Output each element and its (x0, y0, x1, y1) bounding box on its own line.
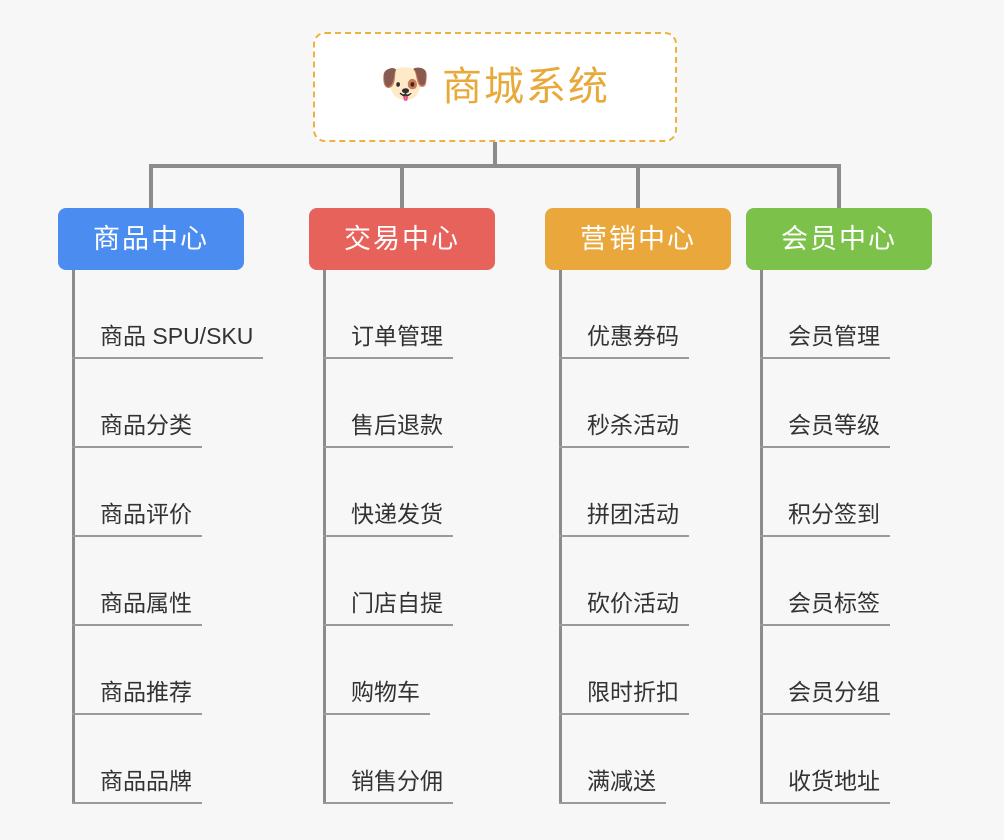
category-header-label: 会员中心 (781, 223, 897, 254)
leaf-item-label: 会员分组 (760, 681, 890, 715)
leaf-item-label: 积分签到 (760, 503, 890, 537)
leaf-item[interactable]: 商品分类 (72, 359, 278, 448)
leaf-list-product-center: 商品 SPU/SKU 商品分类商品评价商品属性商品推荐商品品牌 (72, 270, 278, 804)
leaf-item-label: 售后退款 (323, 414, 453, 448)
root-node[interactable]: 🐶 商城系统 (313, 32, 677, 142)
category-header-label: 商品中心 (93, 223, 209, 254)
connector-trunk-product-center (72, 270, 75, 804)
leaf-item[interactable]: 快递发货 (323, 448, 529, 537)
leaf-item[interactable]: 会员等级 (760, 359, 966, 448)
leaf-item-label: 收货地址 (760, 770, 890, 804)
leaf-item-label: 商品属性 (72, 592, 202, 626)
leaf-item-label: 砍价活动 (559, 592, 689, 626)
leaf-list-member-center: 会员管理会员等级积分签到会员标签会员分组收货地址 (760, 270, 966, 804)
leaf-item[interactable]: 售后退款 (323, 359, 529, 448)
leaf-item-label: 商品评价 (72, 503, 202, 537)
leaf-item-label: 满减送 (559, 770, 666, 804)
category-header-member-center[interactable]: 会员中心 (746, 208, 932, 270)
leaf-item[interactable]: 商品推荐 (72, 626, 278, 715)
leaf-item-label: 商品品牌 (72, 770, 202, 804)
leaf-item[interactable]: 商品 SPU/SKU (72, 270, 278, 359)
leaf-item[interactable]: 会员分组 (760, 626, 966, 715)
connector-drop-marketing-center (636, 164, 640, 210)
shiba-dog-face-icon: 🐶 (380, 62, 430, 106)
leaf-item[interactable]: 商品评价 (72, 448, 278, 537)
connector-horizontal-bus (151, 164, 840, 168)
leaf-item-label: 门店自提 (323, 592, 453, 626)
connector-drop-product-center (149, 164, 153, 210)
leaf-item[interactable]: 收货地址 (760, 715, 966, 804)
leaf-item[interactable]: 积分签到 (760, 448, 966, 537)
leaf-item-label: 会员标签 (760, 592, 890, 626)
leaf-item[interactable]: 秒杀活动 (559, 359, 765, 448)
leaf-item[interactable]: 优惠券码 (559, 270, 765, 359)
leaf-item[interactable]: 拼团活动 (559, 448, 765, 537)
leaf-item[interactable]: 满减送 (559, 715, 765, 804)
column-member-center: 会员中心会员管理会员等级积分签到会员标签会员分组收货地址 (746, 208, 966, 804)
leaf-item-label: 商品推荐 (72, 681, 202, 715)
leaf-item[interactable]: 商品品牌 (72, 715, 278, 804)
connector-trunk-member-center (760, 270, 763, 804)
connector-drop-trade-center (400, 164, 404, 210)
leaf-item-label: 限时折扣 (559, 681, 689, 715)
category-header-product-center[interactable]: 商品中心 (58, 208, 244, 270)
leaf-item[interactable]: 门店自提 (323, 537, 529, 626)
column-marketing-center: 营销中心优惠券码秒杀活动拼团活动砍价活动限时折扣满减送 (545, 208, 765, 804)
leaf-item[interactable]: 销售分佣 (323, 715, 529, 804)
leaf-item-label: 商品 SPU/SKU (72, 325, 264, 359)
column-product-center: 商品中心商品 SPU/SKU 商品分类商品评价商品属性商品推荐商品品牌 (58, 208, 278, 804)
leaf-item-label: 商品分类 (72, 414, 202, 448)
leaf-list-marketing-center: 优惠券码秒杀活动拼团活动砍价活动限时折扣满减送 (559, 270, 765, 804)
leaf-item[interactable]: 商品属性 (72, 537, 278, 626)
leaf-item-label: 快递发货 (323, 503, 453, 537)
leaf-item[interactable]: 订单管理 (323, 270, 529, 359)
leaf-item-label: 会员等级 (760, 414, 890, 448)
connector-drop-member-center (837, 164, 841, 210)
leaf-item[interactable]: 会员管理 (760, 270, 966, 359)
leaf-item[interactable]: 购物车 (323, 626, 529, 715)
leaf-item-label: 拼团活动 (559, 503, 689, 537)
category-header-label: 交易中心 (344, 223, 460, 254)
leaf-item-label: 购物车 (323, 681, 430, 715)
leaf-item[interactable]: 砍价活动 (559, 537, 765, 626)
connector-root-stem (493, 142, 497, 167)
root-title: 商城系统 (442, 65, 610, 109)
category-header-trade-center[interactable]: 交易中心 (309, 208, 495, 270)
category-header-marketing-center[interactable]: 营销中心 (545, 208, 731, 270)
connector-trunk-marketing-center (559, 270, 562, 804)
column-trade-center: 交易中心订单管理售后退款快递发货门店自提购物车销售分佣 (309, 208, 529, 804)
leaf-item[interactable]: 会员标签 (760, 537, 966, 626)
leaf-item-label: 销售分佣 (323, 770, 453, 804)
leaf-item-label: 优惠券码 (559, 325, 689, 359)
connector-trunk-trade-center (323, 270, 326, 804)
leaf-item-label: 订单管理 (323, 325, 453, 359)
leaf-item-label: 会员管理 (760, 325, 890, 359)
leaf-item-label: 秒杀活动 (559, 414, 689, 448)
leaf-list-trade-center: 订单管理售后退款快递发货门店自提购物车销售分佣 (323, 270, 529, 804)
leaf-item[interactable]: 限时折扣 (559, 626, 765, 715)
category-header-label: 营销中心 (580, 223, 696, 254)
